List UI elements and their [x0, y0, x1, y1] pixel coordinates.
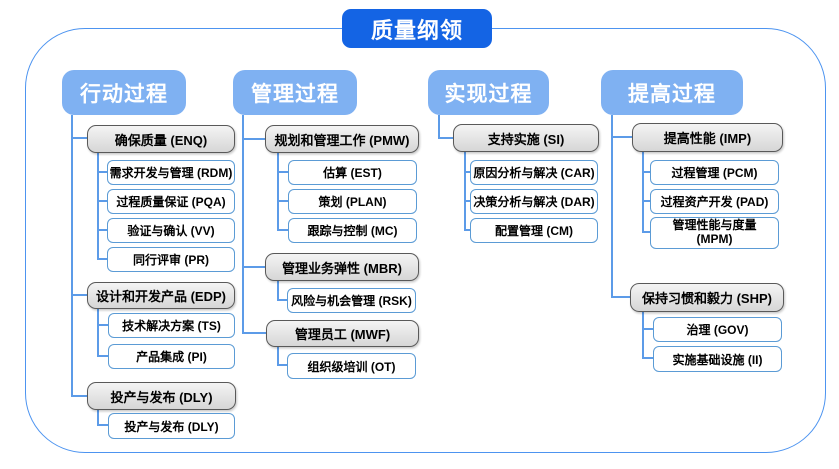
connector — [277, 171, 288, 173]
connector — [71, 137, 87, 139]
connector — [71, 395, 87, 397]
node-shp: 保持习惯和毅力 (SHP) — [630, 283, 784, 312]
connector — [97, 307, 99, 356]
header-improvement-process: 提高过程 — [601, 70, 743, 115]
node-pcm: 过程管理 (PCM) — [650, 160, 779, 185]
node-si: 支持实施 (SI) — [453, 124, 599, 152]
connector — [277, 200, 288, 202]
connector — [611, 136, 632, 138]
node-pad: 过程资产开发 (PAD) — [650, 189, 779, 214]
connector — [97, 229, 107, 231]
node-gov: 治理 (GOV) — [653, 317, 782, 342]
connector — [242, 266, 265, 268]
node-mpm: 管理性能与度量 (MPM) — [650, 217, 779, 249]
node-dar: 决策分析与解决 (DAR) — [470, 189, 598, 214]
connector — [642, 328, 653, 330]
node-mc: 跟踪与控制 (MC) — [288, 218, 417, 243]
connector — [277, 345, 279, 365]
connector — [642, 171, 650, 173]
connector — [242, 138, 265, 140]
node-pqa: 过程质量保证 (PQA) — [107, 189, 235, 214]
node-enq: 确保质量 (ENQ) — [87, 125, 235, 153]
root-title: 质量纲领 — [342, 9, 492, 48]
connector — [97, 171, 107, 173]
node-mbr: 管理业务弹性 (MBR) — [265, 253, 419, 281]
connector — [277, 279, 279, 300]
connector — [71, 115, 73, 396]
connector — [97, 424, 108, 426]
connector — [97, 258, 107, 260]
node-rdm: 需求开发与管理 (RDM) — [107, 160, 235, 185]
connector — [464, 171, 470, 173]
node-edp: 设计和开发产品 (EDP) — [87, 282, 235, 309]
connector — [97, 408, 99, 425]
connector — [71, 294, 87, 296]
node-pi: 产品集成 (PI) — [108, 344, 235, 369]
node-cm: 配置管理 (CM) — [470, 218, 598, 243]
connector — [277, 299, 287, 301]
node-imp: 提高性能 (IMP) — [632, 123, 783, 152]
node-dly: 投产与发布 (DLY) — [87, 382, 236, 410]
node-ii: 实施基础设施 (II) — [653, 346, 782, 372]
node-plan: 策划 (PLAN) — [288, 189, 417, 214]
connector — [97, 355, 108, 357]
connector — [97, 200, 107, 202]
connector — [97, 324, 108, 326]
connector — [438, 115, 440, 138]
connector — [97, 151, 99, 259]
connector — [242, 115, 244, 333]
connector — [277, 151, 279, 230]
header-management-process: 管理过程 — [233, 70, 357, 115]
header-action-process: 行动过程 — [62, 70, 186, 115]
connector — [642, 231, 650, 233]
node-est: 估算 (EST) — [288, 160, 417, 185]
node-pmw: 规划和管理工作 (PMW) — [265, 125, 419, 153]
connector — [642, 150, 644, 232]
node-dly-leaf: 投产与发布 (DLY) — [108, 413, 235, 439]
connector — [242, 332, 266, 334]
connector — [464, 229, 470, 231]
node-car: 原因分析与解决 (CAR) — [470, 160, 598, 185]
node-ot: 组织级培训 (OT) — [287, 353, 416, 379]
connector — [464, 150, 466, 230]
connector — [438, 137, 453, 139]
node-pr: 同行评审 (PR) — [107, 247, 235, 272]
connector — [642, 310, 644, 358]
connector — [642, 357, 653, 359]
connector — [642, 200, 650, 202]
connector — [464, 200, 470, 202]
node-ts: 技术解决方案 (TS) — [108, 313, 235, 338]
node-vv: 验证与确认 (VV) — [107, 218, 235, 243]
node-rsk: 风险与机会管理 (RSK) — [287, 288, 416, 313]
connector — [611, 296, 630, 298]
connector — [611, 115, 613, 297]
connector — [277, 364, 287, 366]
header-realization-process: 实现过程 — [428, 70, 549, 115]
connector — [277, 229, 288, 231]
node-mwf: 管理员工 (MWF) — [266, 320, 419, 347]
